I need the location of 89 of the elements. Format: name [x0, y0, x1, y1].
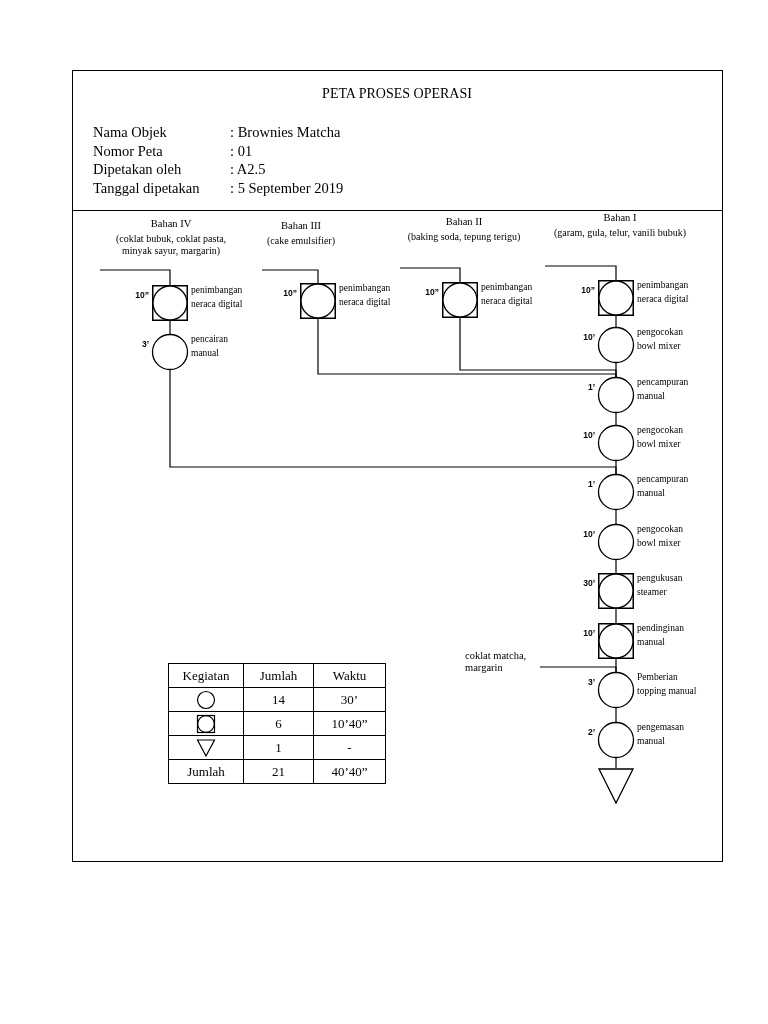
process-description: pencampuran manual	[637, 376, 690, 403]
flow-line	[615, 509, 617, 525]
flow-line	[399, 267, 461, 283]
flow-line	[615, 757, 617, 769]
header-info-text: : A2.5	[230, 161, 267, 179]
material-list: (cake emulsifier)	[262, 235, 340, 247]
table-text: Waktu	[332, 667, 367, 684]
material-list: (baking soda, tepung terigu)	[400, 231, 528, 243]
header-info-text: : 01	[230, 142, 254, 160]
flow-line	[544, 265, 617, 281]
header-info-text: : Brownies Matcha	[230, 124, 342, 142]
material-name: Bahan II	[444, 216, 484, 228]
duration-label: 10’	[582, 628, 595, 638]
process-description: penimbangan neraca digital	[637, 279, 690, 306]
duration-label: 10’	[582, 529, 595, 539]
process-description: pengemasan manual	[637, 721, 685, 748]
operation-circle	[152, 334, 188, 370]
header-info-text: Nomor Peta	[93, 142, 164, 160]
flow-line	[317, 318, 617, 378]
duration-label: 1’	[586, 382, 595, 392]
flow-line	[261, 269, 319, 284]
storage-triangle	[598, 768, 634, 804]
combined-operation-symbol	[598, 623, 634, 659]
operation-circle	[598, 524, 634, 560]
flow-line	[615, 315, 617, 328]
table-text: 1	[275, 739, 282, 756]
table-text: 30’	[340, 691, 359, 708]
chart-title: PETA PROSES OPERASI	[321, 86, 473, 102]
table-text: 14	[272, 691, 285, 708]
operation-circle	[598, 425, 634, 461]
table-text: 40’40”	[331, 763, 368, 780]
flow-line	[615, 412, 617, 426]
process-description: pendinginan manual	[637, 622, 685, 649]
table-text: Jumlah	[259, 667, 298, 684]
table-text: Jumlah	[187, 763, 225, 780]
header-info-text: : 5 September 2019	[230, 179, 344, 197]
material-list: (garam, gula, telur, vanili bubuk)	[545, 227, 695, 239]
material-name: Bahan I	[602, 212, 638, 224]
material-name: coklat matcha, margarin	[465, 650, 528, 674]
process-description: pengocokan bowl mixer	[637, 326, 684, 353]
duration-label: 1’	[586, 479, 595, 489]
process-description: pengocokan bowl mixer	[637, 424, 684, 451]
header-info-text: Nama Objek	[93, 124, 168, 142]
operation-circle	[598, 722, 634, 758]
flow-line	[459, 317, 617, 378]
combined-operation-symbol	[300, 283, 336, 319]
combined-operation-symbol	[598, 573, 634, 609]
duration-label: 10”	[580, 285, 595, 295]
process-description: pencairan manual	[191, 333, 229, 360]
combined-operation-symbol	[152, 285, 188, 321]
duration-label: 3’	[140, 339, 149, 349]
duration-label: 10’	[582, 430, 595, 440]
flow-line	[615, 707, 617, 723]
operation-circle	[598, 377, 634, 413]
table-text: Kegiatan	[182, 667, 230, 684]
duration-label: 30’	[582, 578, 595, 588]
flow-line	[169, 320, 171, 335]
duration-label: 10’	[582, 332, 595, 342]
process-description: penimbangan neraca digital	[481, 281, 534, 308]
header-info-text: Tanggal dipetakan	[93, 179, 201, 197]
header-info-text: Dipetakan oleh	[93, 161, 183, 179]
process-description: penimbangan neraca digital	[191, 284, 244, 311]
process-description: pengocokan bowl mixer	[637, 523, 684, 550]
flow-line	[615, 559, 617, 574]
operation-circle	[598, 327, 634, 363]
flow-line	[169, 369, 617, 475]
flow-line	[615, 608, 617, 624]
table-text: -	[347, 739, 352, 756]
table-text: 21	[272, 763, 285, 780]
duration-label: 10”	[424, 287, 439, 297]
table-text: 10’40”	[331, 715, 368, 732]
operation-circle	[598, 672, 634, 708]
process-description: Pemberian topping manual	[637, 671, 698, 698]
duration-label: 10”	[282, 288, 297, 298]
duration-label: 10”	[134, 290, 149, 300]
operation-circle	[598, 474, 634, 510]
combined-operation-symbol	[442, 282, 478, 318]
flow-line	[539, 666, 617, 673]
combined-operation-symbol	[598, 280, 634, 316]
process-description: pengukusan steamer	[637, 572, 684, 599]
material-list: (coklat bubuk, coklat pasta, minyak sayur, margarin)	[100, 233, 242, 257]
process-description: penimbangan neraca digital	[339, 282, 392, 309]
process-description: pencampuran manual	[637, 473, 690, 500]
duration-label: 2’	[586, 727, 595, 737]
table-text: 6	[275, 715, 282, 732]
flow-line	[99, 269, 171, 286]
material-name: Bahan III	[280, 220, 322, 232]
material-name: Bahan IV	[149, 218, 193, 230]
duration-label: 3’	[586, 677, 595, 687]
